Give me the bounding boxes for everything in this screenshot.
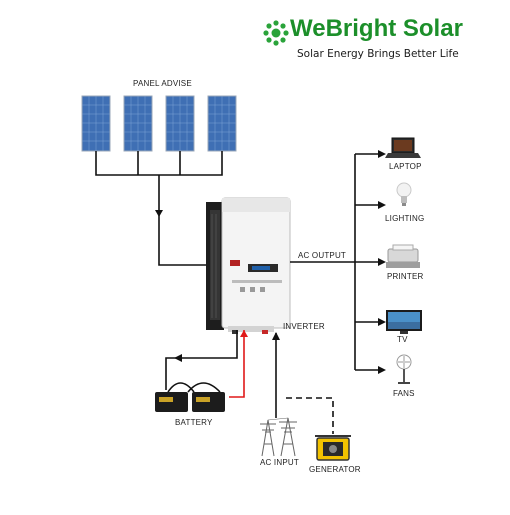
- solar-panel-icon: [207, 95, 237, 152]
- ac-output-wiring: [290, 153, 380, 371]
- inverter-icon: [206, 197, 291, 334]
- solar-panel-array: [81, 95, 237, 152]
- printer-icon: [386, 244, 420, 268]
- sun-logo-icon: [263, 20, 289, 46]
- arrow-head: [174, 354, 182, 362]
- generator-label: GENERATOR: [309, 465, 361, 474]
- ac-input-label: AC INPUT: [260, 458, 299, 467]
- battery-wiring: [165, 330, 245, 398]
- battery-icon: [155, 382, 195, 412]
- load-label-fans: FANS: [393, 389, 415, 398]
- panel-wiring: [95, 151, 223, 266]
- solar-panel-icon: [123, 95, 153, 152]
- generator-icon: [315, 435, 351, 461]
- load-label-lighting: LIGHTING: [385, 214, 425, 223]
- pylon-icon: [260, 417, 297, 457]
- laptop-icon: [385, 137, 421, 158]
- load-label-tv: TV: [397, 335, 408, 344]
- battery-icon: [187, 382, 225, 412]
- arrow-head: [240, 330, 248, 337]
- brand-name: WeBright Solar: [290, 15, 463, 42]
- bulb-icon: [396, 182, 412, 206]
- battery-label: BATTERY: [175, 418, 213, 427]
- ac-output-label: AC OUTPUT: [298, 251, 347, 260]
- arrow-head: [155, 210, 163, 217]
- ac-input-wiring: [275, 333, 334, 434]
- fan-icon: [396, 354, 412, 384]
- panel-label: PANEL ADVISE: [133, 79, 192, 88]
- arrow-heads: [378, 150, 386, 374]
- load-label-laptop: LAPTOP: [389, 162, 422, 171]
- inverter-label: INVERTER: [283, 322, 325, 331]
- tv-icon: [386, 310, 422, 334]
- arrow-head: [272, 332, 280, 340]
- solar-panel-icon: [81, 95, 111, 152]
- load-label-printer: PRINTER: [387, 272, 424, 281]
- solar-panel-icon: [165, 95, 195, 152]
- brand-tagline: Solar Energy Brings Better Life: [297, 48, 459, 60]
